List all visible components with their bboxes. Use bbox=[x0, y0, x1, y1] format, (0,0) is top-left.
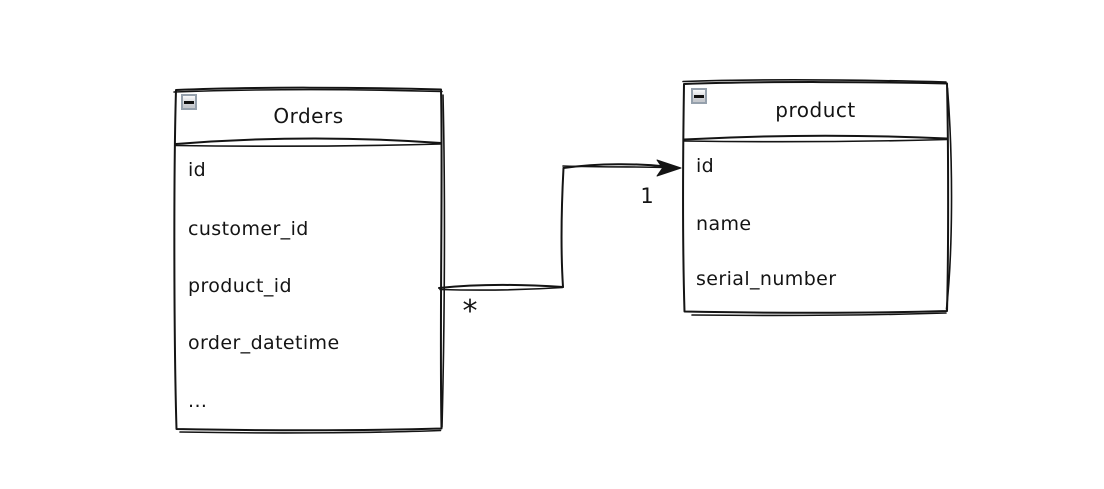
product-field-serial-number: serial_number bbox=[696, 268, 837, 290]
product-box-outline bbox=[682, 81, 950, 314]
orders-collapse-minus-icon[interactable] bbox=[181, 94, 197, 110]
orders-header-separator bbox=[175, 137, 442, 145]
relationship-arrowhead bbox=[656, 159, 682, 177]
relationship-segment-lower-overdraw bbox=[439, 286, 564, 291]
product-field-name: name bbox=[696, 213, 752, 235]
orders-box-overdraw-right bbox=[441, 94, 446, 428]
product-header-separator-overdraw bbox=[683, 138, 948, 143]
orders-header-separator-overdraw bbox=[175, 143, 442, 148]
product-box-overdraw-right bbox=[945, 87, 953, 310]
orders-field-ellipsis: ... bbox=[188, 390, 208, 412]
orders-field-id: id bbox=[188, 159, 207, 181]
orders-box-overdraw-bottom bbox=[179, 429, 442, 434]
orders-field-product-id: product_id bbox=[188, 275, 292, 297]
orders-box-overdraw-top bbox=[173, 88, 443, 93]
entity-product[interactable]: product id name serial_number bbox=[683, 82, 948, 313]
orders-field-order-datetime: order_datetime bbox=[188, 332, 340, 354]
relationship-segment-lower bbox=[438, 283, 564, 289]
entity-orders-title: Orders bbox=[273, 104, 344, 128]
product-collapse-minus-icon[interactable] bbox=[691, 88, 707, 104]
entity-orders[interactable]: Orders id customer_id product_id order_d… bbox=[175, 88, 442, 430]
product-box-overdraw-bottom bbox=[691, 312, 947, 317]
cardinality-one-label: 1 bbox=[640, 184, 654, 208]
orders-box-outline bbox=[173, 86, 443, 432]
relationship-segment-upper-overdraw bbox=[562, 165, 665, 169]
minus-icon bbox=[694, 94, 704, 98]
product-field-id: id bbox=[696, 155, 715, 177]
cardinality-many-label: * bbox=[462, 294, 478, 329]
relationship-segment-vertical bbox=[560, 167, 565, 288]
product-header-separator bbox=[683, 134, 948, 141]
entity-product-title: product bbox=[775, 98, 856, 122]
minus-icon bbox=[184, 100, 194, 104]
orders-field-customer-id: customer_id bbox=[188, 218, 309, 240]
product-box-overdraw-top bbox=[682, 79, 947, 83]
